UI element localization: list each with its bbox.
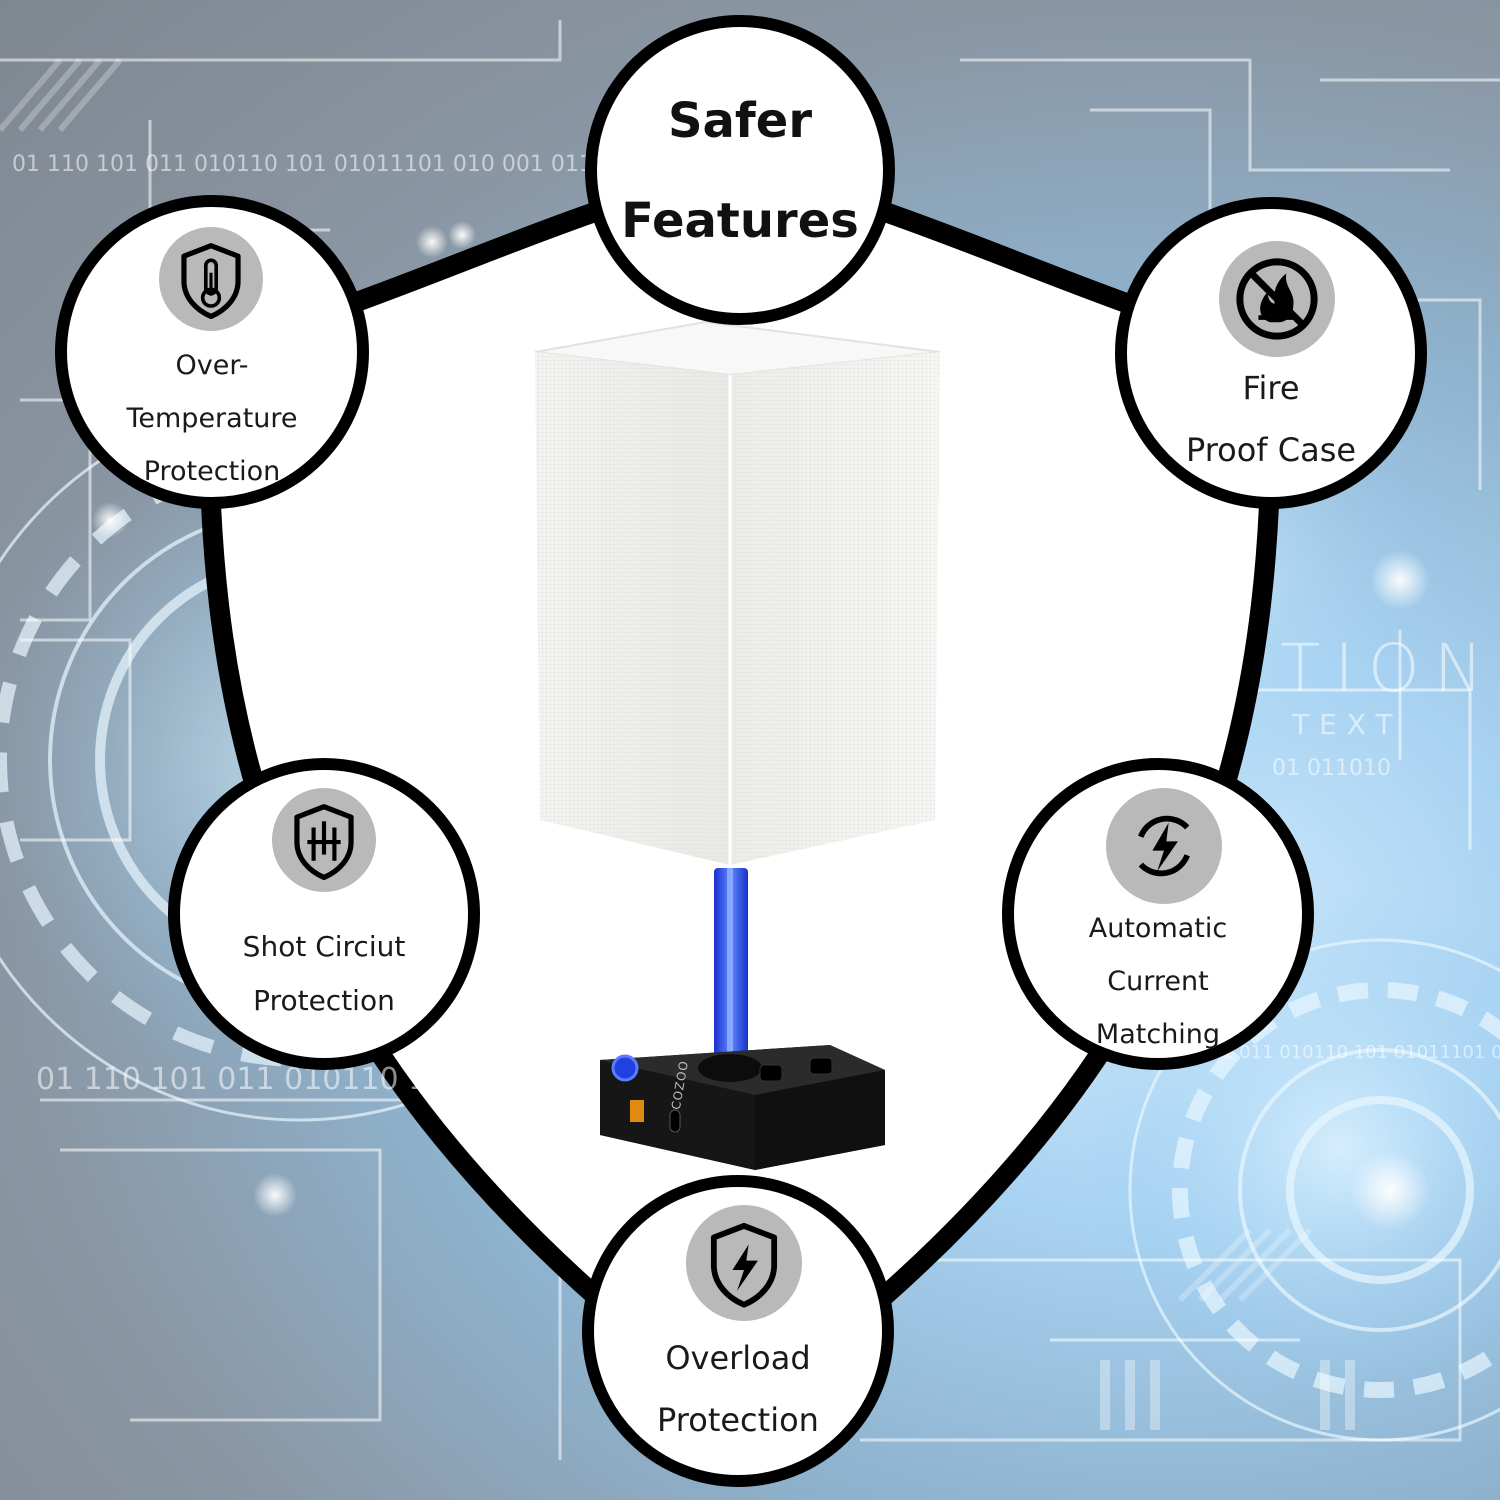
lightning-cycle-icon: [1106, 788, 1222, 904]
circuit-shield-icon: [272, 788, 376, 892]
binary-text-right: 01 011010: [1272, 756, 1391, 781]
feature-label: Fire Proof Case: [1185, 369, 1357, 469]
feature-short-circuit: Shot Circiut Protection: [168, 758, 480, 1070]
feature-fire-proof: Fire Proof Case: [1115, 197, 1427, 509]
deco-word: TION: [1280, 630, 1498, 707]
title-circle: Safer Features: [585, 15, 895, 325]
thermometer-shield-icon: [159, 227, 263, 331]
no-fire-icon: [1219, 241, 1335, 357]
binary-text-bottom: 01 110 101 011 010110 1: [36, 1062, 428, 1097]
feature-over-temperature: Over- Temperature Protection: [55, 195, 369, 509]
feature-overload: Overload Protection: [582, 1175, 894, 1487]
deco-text: TEXT: [1292, 708, 1403, 741]
feature-auto-current: Automatic Current Matching: [1002, 758, 1314, 1070]
binary-text-right-bottom: 1 011 010110 101 01011101 01: [1222, 1042, 1500, 1063]
feature-label: Shot Circiut Protection: [242, 930, 406, 1017]
lightning-shield-icon: [686, 1205, 802, 1321]
feature-label: Automatic Current Matching: [1088, 913, 1228, 1050]
feature-label: Over- Temperature Protection: [126, 350, 298, 487]
feature-label: Overload Protection: [657, 1339, 819, 1439]
title-line-1: Safer: [667, 93, 813, 149]
title-line-2: Features: [621, 193, 859, 249]
table-lamp-image: [534, 320, 941, 1170]
binary-text-top: 01 110 101 011 010110 101 01011101 010 0…: [12, 152, 635, 177]
